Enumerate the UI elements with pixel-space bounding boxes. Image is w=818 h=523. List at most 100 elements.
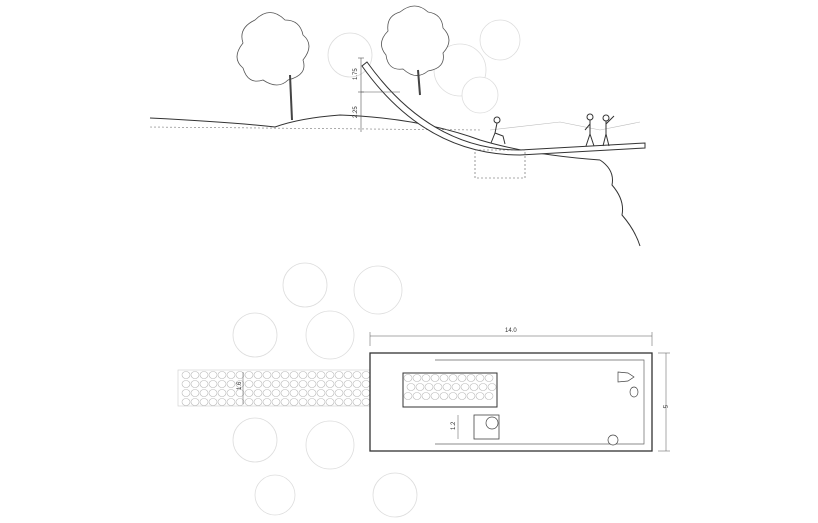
stone xyxy=(325,371,335,379)
stone xyxy=(421,392,431,400)
stone xyxy=(181,380,191,388)
stone xyxy=(316,398,326,406)
stone xyxy=(352,398,362,406)
ground-line xyxy=(149,114,601,161)
stone xyxy=(262,380,272,388)
inner-railing xyxy=(435,359,645,445)
stone xyxy=(208,398,218,406)
stone xyxy=(289,380,299,388)
foreground-trees xyxy=(236,5,450,121)
stone xyxy=(199,371,209,379)
stone xyxy=(289,389,299,397)
stone xyxy=(271,371,281,379)
stone xyxy=(226,389,236,397)
stone xyxy=(430,392,440,400)
stone xyxy=(352,380,362,388)
stone xyxy=(280,380,290,388)
stone xyxy=(448,374,458,382)
dimension-width: 5 xyxy=(661,405,667,409)
stone xyxy=(235,380,245,388)
stone xyxy=(334,380,344,388)
stone xyxy=(412,374,422,382)
stone xyxy=(469,383,479,391)
cliff-face xyxy=(599,159,641,247)
stone xyxy=(475,374,485,382)
stone xyxy=(352,371,362,379)
stone xyxy=(466,374,476,382)
dimension-upper-height: 1.75 xyxy=(353,68,359,80)
dimension-length: 14.0 xyxy=(505,328,517,334)
stone xyxy=(253,398,263,406)
stone xyxy=(298,380,308,388)
stone xyxy=(190,371,200,379)
stone xyxy=(226,380,236,388)
stone xyxy=(457,392,467,400)
stone xyxy=(289,371,299,379)
stone xyxy=(235,371,245,379)
stone xyxy=(334,389,344,397)
stone xyxy=(190,389,200,397)
stone xyxy=(487,383,497,391)
stone xyxy=(325,389,335,397)
stone xyxy=(298,371,308,379)
plan-figures xyxy=(607,371,639,446)
stone xyxy=(442,383,452,391)
human-figures xyxy=(490,113,615,147)
seated-figure xyxy=(485,416,499,430)
stone xyxy=(199,389,209,397)
stone xyxy=(334,398,344,406)
stone xyxy=(208,380,218,388)
section-view: 1.75 2.25 xyxy=(149,5,646,247)
stone xyxy=(433,383,443,391)
stone xyxy=(316,389,326,397)
stone xyxy=(199,398,209,406)
stone xyxy=(343,389,353,397)
stone xyxy=(244,389,254,397)
stone xyxy=(253,380,263,388)
stone xyxy=(262,398,272,406)
background-trees xyxy=(327,19,521,114)
stone xyxy=(415,383,425,391)
datum-dashed-line xyxy=(149,126,481,131)
stone xyxy=(475,392,485,400)
foundation-dashed xyxy=(474,149,526,179)
stone xyxy=(244,371,254,379)
stone xyxy=(439,374,449,382)
stone xyxy=(217,371,227,379)
stone xyxy=(208,371,218,379)
stone xyxy=(457,374,467,382)
dimension-seat-size: 1.2 xyxy=(451,421,457,430)
gravel-path xyxy=(177,369,371,407)
stone xyxy=(253,389,263,397)
stone xyxy=(412,392,422,400)
stone xyxy=(307,371,317,379)
stone xyxy=(181,398,191,406)
railing xyxy=(489,121,641,131)
stone xyxy=(190,380,200,388)
stone xyxy=(430,374,440,382)
stone xyxy=(439,392,449,400)
height-dimension xyxy=(358,57,400,132)
stone xyxy=(307,389,317,397)
stone xyxy=(478,383,488,391)
stone xyxy=(325,398,335,406)
plan-view: 1.6 1.2 14.0 5 xyxy=(177,262,670,518)
stone xyxy=(289,398,299,406)
dimension-path-width: 1.6 xyxy=(237,381,243,390)
stone xyxy=(226,398,236,406)
stone xyxy=(262,389,272,397)
stone xyxy=(235,398,245,406)
stone xyxy=(217,389,227,397)
stone xyxy=(484,392,494,400)
stone xyxy=(466,392,476,400)
stone xyxy=(316,371,326,379)
stone xyxy=(325,380,335,388)
stone xyxy=(271,380,281,388)
stone xyxy=(316,380,326,388)
stone xyxy=(448,392,458,400)
stone xyxy=(226,371,236,379)
stone xyxy=(253,371,263,379)
width-dimension xyxy=(658,352,670,452)
curved-walkway-beam xyxy=(361,61,646,156)
